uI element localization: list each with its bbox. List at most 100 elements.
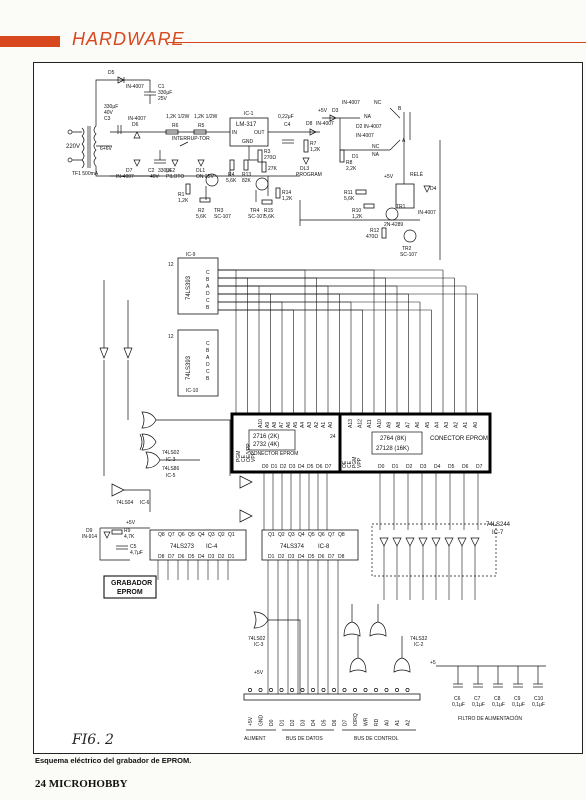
connector-pin <box>353 688 357 692</box>
svg-text:D: D <box>206 362 210 368</box>
svg-text:74LS04: 74LS04 <box>116 500 133 506</box>
svg-text:IN-4007: IN-4007 <box>316 121 334 127</box>
connector-pin <box>258 688 263 692</box>
ic8-q-label: Q2 <box>278 532 285 538</box>
svg-text:RELÉ: RELÉ <box>410 171 424 178</box>
svg-text:R1: R1 <box>178 192 185 198</box>
svg-text:2,2K: 2,2K <box>346 166 357 172</box>
supply-filter: +5 C60,1μFC70,1μFC80,1μFC90,1μFC100,1μF … <box>430 660 546 722</box>
connector-pin-label: D2 <box>290 719 296 726</box>
svg-text:R12: R12 <box>370 228 379 234</box>
connector-pin-label: A0 <box>385 720 391 726</box>
buffer-gate-3 <box>239 475 253 489</box>
svg-text:B: B <box>206 305 210 311</box>
eprom-right-data-label: D4 <box>434 464 441 470</box>
connector-pin-label: D4 <box>311 719 317 726</box>
resistor-r1 <box>185 183 191 195</box>
led-dl2 <box>171 159 179 167</box>
page-footer: 24 MICROHOBBY <box>35 778 128 790</box>
svg-text:IC-9: IC-9 <box>186 252 196 258</box>
svg-text:INTERRUP-TOR: INTERRUP-TOR <box>172 136 210 142</box>
tri-state-buffer <box>431 537 441 547</box>
diode-d4 <box>423 185 431 193</box>
connector-pin-label: A1 <box>395 720 401 726</box>
connector-pin <box>321 688 326 692</box>
svg-text:TR2: TR2 <box>402 246 412 252</box>
ic8-q-label: Q4 <box>298 532 305 538</box>
eprom-left-data-label: D7 <box>325 464 332 470</box>
grabador-line2: EPROM <box>117 589 143 596</box>
resistor-r11 <box>355 189 367 195</box>
buffer-gate-5 <box>239 509 253 523</box>
eprom-right-addr-label: A10 <box>377 419 383 428</box>
eprom-right-addr-label: A5 <box>425 422 431 428</box>
transistor-tr3 <box>205 173 219 187</box>
svg-text:74LS32: 74LS32 <box>410 636 427 642</box>
power-supply: 220V TF1 500mA 6+6V D5 IN-4007 C1 330μF … <box>66 70 357 220</box>
or-gate-ic2d <box>393 657 411 673</box>
diode-d9 <box>103 531 111 539</box>
svg-text:IC-1: IC-1 <box>244 111 254 117</box>
ic4-q-label: Q1 <box>228 532 235 538</box>
svg-text:5,6K: 5,6K <box>264 214 275 220</box>
svg-text:74LS244: 74LS244 <box>486 522 511 528</box>
connector-pin <box>311 688 315 692</box>
svg-text:R2: R2 <box>198 208 205 214</box>
filter-title: FILTRO DE ALIMENTACIÓN <box>458 715 522 722</box>
resistor-r10 <box>363 203 375 209</box>
ic8-d-label: D8 <box>338 554 345 560</box>
svg-text:R14: R14 <box>282 190 291 196</box>
svg-text:PILOTO: PILOTO <box>166 174 184 180</box>
svg-text:TR1: TR1 <box>396 204 406 210</box>
svg-text:330μF: 330μF <box>104 104 118 110</box>
filter-cap-value: 0,1μF <box>472 702 485 708</box>
svg-text:IN: IN <box>232 130 237 136</box>
eprom-right-addr-label: A6 <box>415 422 421 428</box>
connector-pin-label: D3 <box>301 719 307 726</box>
svg-text:NA: NA <box>364 114 372 120</box>
svg-text:PROGRAM: PROGRAM <box>296 172 322 178</box>
svg-text:D7: D7 <box>126 168 133 174</box>
ic7-buffer-box <box>371 523 497 577</box>
svg-text:R4: R4 <box>228 172 235 178</box>
ic4-d-label: D7 <box>168 554 175 560</box>
ic4-q-label: Q3 <box>208 532 215 538</box>
header-accent-bar <box>0 36 60 47</box>
svg-text:74LS374: 74LS374 <box>280 544 305 550</box>
svg-text:+5V: +5V <box>384 174 394 180</box>
eprom-right-data-label: D0 <box>378 464 385 470</box>
secondary-label: 6+6V <box>100 146 112 152</box>
eprom-left-addr-label: A5 <box>293 422 299 428</box>
or-gate-ic2a <box>343 621 361 637</box>
ic8-q-label: Q1 <box>268 532 275 538</box>
transistor-tr4 <box>255 177 269 191</box>
eprom-right-addr-label: A4 <box>434 422 440 428</box>
tri-state-buffer <box>444 537 454 547</box>
mains-label: 220V <box>66 144 80 150</box>
connector-pin-label: D6 <box>332 719 338 726</box>
connector-pin-label: RD <box>374 718 380 726</box>
inverter-left <box>99 347 109 359</box>
ic8-q-label: Q8 <box>338 532 345 538</box>
connector-pin <box>342 688 347 692</box>
svg-text:330μF: 330μF <box>158 168 172 174</box>
svg-text:+5V: +5V <box>318 108 328 114</box>
svg-text:IC-10: IC-10 <box>186 388 198 394</box>
svg-text:74LS02: 74LS02 <box>162 450 179 456</box>
eprom-2716-2732 <box>248 429 296 451</box>
eprom-right-addr-label: A7 <box>406 422 412 428</box>
svg-text:D4: D4 <box>430 186 437 192</box>
svg-text:A: A <box>206 284 210 290</box>
svg-text:0,22μF: 0,22μF <box>278 114 294 120</box>
svg-text:C: C <box>206 369 210 375</box>
svg-text:D8: D8 <box>306 121 313 127</box>
ic8-d-label: D4 <box>298 554 305 560</box>
connector-pin-label: +5V <box>248 716 254 726</box>
svg-text:1,2K: 1,2K <box>178 198 189 204</box>
